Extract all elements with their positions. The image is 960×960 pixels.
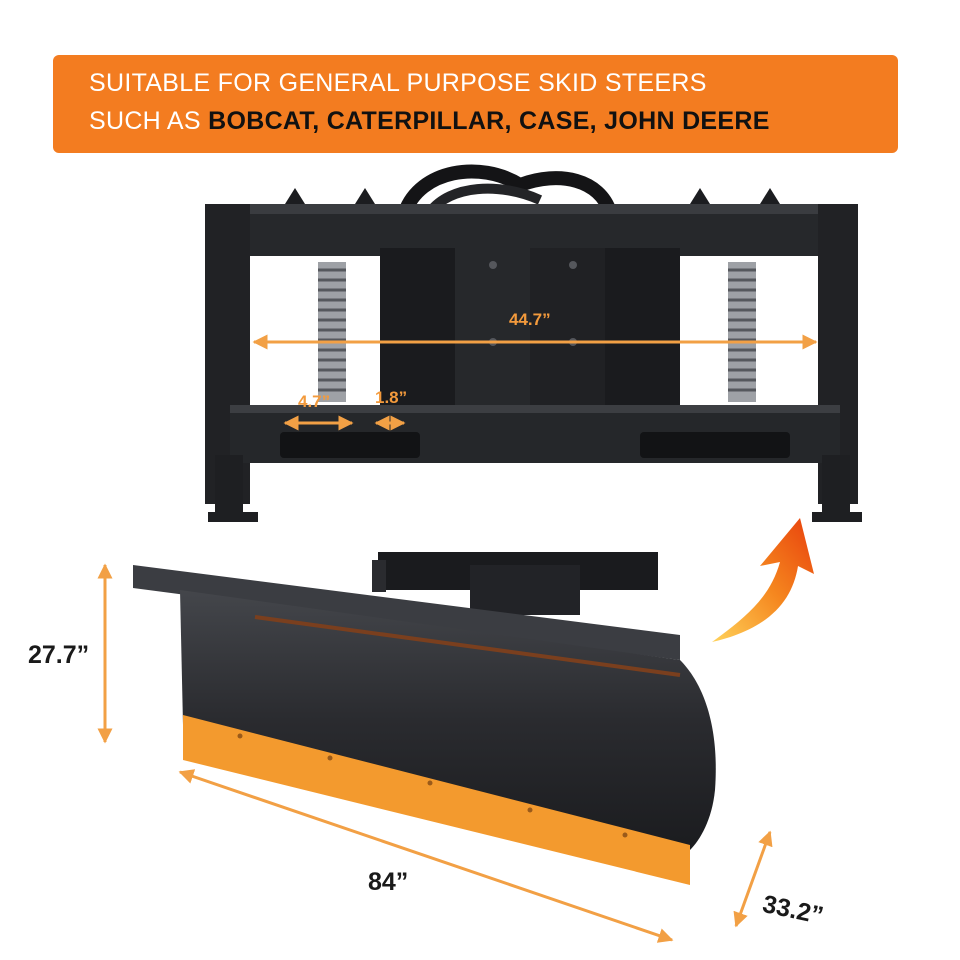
blade-length-label: 84” — [368, 868, 409, 896]
compatibility-banner: SUITABLE FOR GENERAL PURPOSE SKID STEERS… — [53, 55, 898, 153]
blade-height-label: 27.7” — [28, 641, 90, 669]
banner-line-2: SUCH AS BOBCAT, CATERPILLAR, CASE, JOHN … — [89, 106, 770, 136]
snow-plow-blade — [133, 552, 716, 885]
right-spring — [728, 262, 756, 402]
curved-up-arrow-icon — [712, 518, 814, 642]
quick-attach-frame — [205, 164, 862, 522]
banner-line-2-prefix: SUCH AS — [89, 107, 209, 135]
blade-depth-dimension-line — [733, 830, 773, 928]
banner-line-1: SUITABLE FOR GENERAL PURPOSE SKID STEERS — [89, 69, 707, 97]
blade-length-dimension-line — [178, 769, 674, 943]
slot-gap-label: 1.8” — [375, 388, 408, 407]
frame-width-label: 44.7” — [509, 310, 551, 329]
left-spring — [318, 262, 346, 402]
banner-brands: BOBCAT, CATERPILLAR, CASE, JOHN DEERE — [208, 107, 770, 135]
slot-width-label: 4.7” — [298, 392, 331, 411]
